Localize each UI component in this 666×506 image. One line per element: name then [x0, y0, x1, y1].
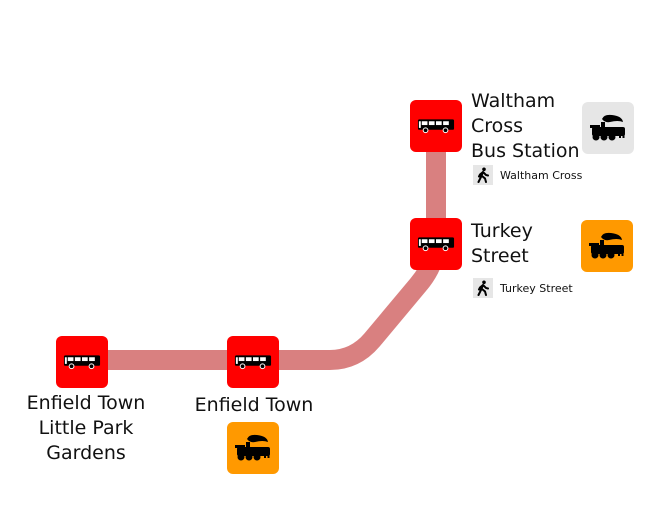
walking-person-icon — [473, 165, 493, 185]
bus-icon — [63, 354, 101, 370]
stop-label-line: Cross — [471, 115, 524, 137]
bus-stop-enfield-town[interactable] — [227, 336, 279, 388]
bus-icon — [417, 118, 455, 134]
rail-station-enfield-town[interactable] — [227, 422, 279, 474]
bus-stop-waltham-cross[interactable] — [410, 100, 462, 152]
stop-label-line: Enfield Town — [194, 394, 314, 416]
steam-train-icon — [588, 113, 628, 143]
walk-link-label: Turkey Street — [500, 281, 573, 295]
steam-train-icon — [233, 433, 273, 463]
walk-link-waltham-cross[interactable]: Waltham Cross — [473, 165, 582, 185]
route-path — [82, 126, 446, 370]
bus-stop-turkey-street[interactable] — [410, 218, 462, 270]
stop-label-line: Waltham — [471, 90, 556, 112]
rail-station-turkey-street[interactable] — [581, 220, 633, 272]
stop-label-enfield-town: Enfield Town — [193, 393, 315, 418]
bus-icon — [234, 354, 272, 370]
stop-label-line: Turkey — [471, 220, 533, 242]
walk-link-turkey-street[interactable]: Turkey Street — [473, 278, 573, 298]
stop-label-turkey-street: Turkey Street — [471, 219, 533, 269]
bus-stop-enfield-town-little-park-gardens[interactable] — [56, 336, 108, 388]
walking-person-icon — [473, 278, 493, 298]
stop-label-line: Gardens — [46, 442, 126, 464]
rail-station-waltham-cross[interactable] — [582, 102, 634, 154]
stop-label-line: Enfield Town — [26, 392, 146, 414]
walk-link-label: Waltham Cross — [500, 168, 583, 182]
bus-icon — [417, 236, 455, 252]
stop-label-enfield-town-little-park-gardens: Enfield Town Little Park Gardens — [22, 391, 150, 466]
steam-train-icon — [587, 231, 627, 261]
stop-label-line: Bus Station — [471, 140, 580, 162]
stop-label-line: Street — [471, 245, 529, 267]
stop-label-waltham-cross: Waltham Cross Bus Station — [471, 89, 580, 164]
stop-label-line: Little Park — [38, 417, 134, 439]
